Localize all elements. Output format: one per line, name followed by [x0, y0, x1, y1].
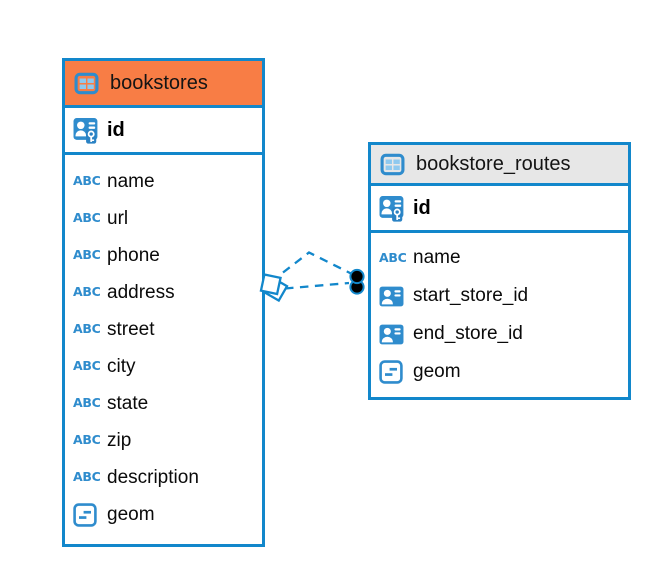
text-type-icon: ABC: [73, 358, 101, 374]
field-row-id[interactable]: id: [371, 186, 628, 233]
text-type-icon: ABC: [73, 432, 101, 448]
field-name: geom: [413, 361, 461, 382]
text-type-icon: ABC: [73, 247, 101, 263]
field-name: id: [413, 196, 431, 219]
relation-target-marker-dot[interactable]: [349, 268, 365, 295]
field-name: name: [107, 170, 155, 192]
field-row-street[interactable]: ABC street: [65, 311, 262, 348]
field-name: street: [107, 318, 155, 340]
field-row-url[interactable]: ABC url: [65, 200, 262, 237]
field-name: name: [413, 247, 461, 268]
primary-key-icon: [379, 195, 413, 222]
field-name: url: [107, 207, 129, 229]
field-name: start_store_id: [413, 285, 529, 306]
reference-id-icon: [379, 286, 413, 307]
field-name: geom: [107, 503, 155, 525]
field-list: ABC name start_store_id end_store_id geo…: [371, 233, 628, 397]
relation-line-upper[interactable]: [282, 251, 352, 275]
field-row-phone[interactable]: ABC phone: [65, 237, 262, 274]
table-title: bookstore_routes: [416, 152, 571, 175]
field-row-id[interactable]: id: [65, 108, 262, 155]
field-row-name[interactable]: ABC name: [65, 163, 262, 200]
table-icon: [74, 71, 99, 96]
field-name: end_store_id: [413, 323, 523, 344]
field-name: description: [107, 466, 199, 488]
relation-line-lower[interactable]: [284, 281, 350, 290]
field-row-description[interactable]: ABC description: [65, 459, 262, 496]
field-row-geom[interactable]: geom: [371, 353, 628, 391]
field-name: zip: [107, 429, 132, 451]
field-row-city[interactable]: ABC city: [65, 348, 262, 385]
table-bookstores-header[interactable]: bookstores: [65, 61, 262, 108]
field-row-geom[interactable]: geom: [65, 496, 262, 533]
field-name: address: [107, 281, 175, 303]
field-row-zip[interactable]: ABC zip: [65, 422, 262, 459]
field-row-name[interactable]: ABC name: [371, 239, 628, 277]
geometry-type-icon: [379, 360, 413, 384]
field-name: id: [107, 118, 125, 141]
reference-id-icon: [379, 324, 413, 345]
field-row-state[interactable]: ABC state: [65, 385, 262, 422]
field-name: state: [107, 392, 149, 414]
table-title: bookstores: [110, 71, 208, 94]
table-bookstore-routes[interactable]: bookstore_routes id ABC name start_store…: [368, 142, 631, 400]
field-row-address[interactable]: ABC address: [65, 274, 262, 311]
field-row-end-store-id[interactable]: end_store_id: [371, 315, 628, 353]
text-type-icon: ABC: [73, 210, 101, 226]
text-type-icon: ABC: [73, 321, 101, 337]
text-type-icon: ABC: [379, 249, 407, 265]
table-bookstores[interactable]: bookstores id ABC name ABC url ABC phone…: [62, 58, 265, 547]
field-name: phone: [107, 244, 160, 266]
table-icon: [380, 152, 405, 177]
table-bookstore-routes-header[interactable]: bookstore_routes: [371, 145, 628, 186]
primary-key-icon: [73, 117, 107, 144]
text-type-icon: ABC: [73, 469, 101, 485]
field-row-start-store-id[interactable]: start_store_id: [371, 277, 628, 315]
field-list: ABC name ABC url ABC phone ABC address A…: [65, 155, 262, 544]
text-type-icon: ABC: [73, 173, 101, 189]
text-type-icon: ABC: [73, 395, 101, 411]
field-name: city: [107, 355, 136, 377]
geometry-type-icon: [73, 503, 107, 527]
text-type-icon: ABC: [73, 284, 101, 300]
